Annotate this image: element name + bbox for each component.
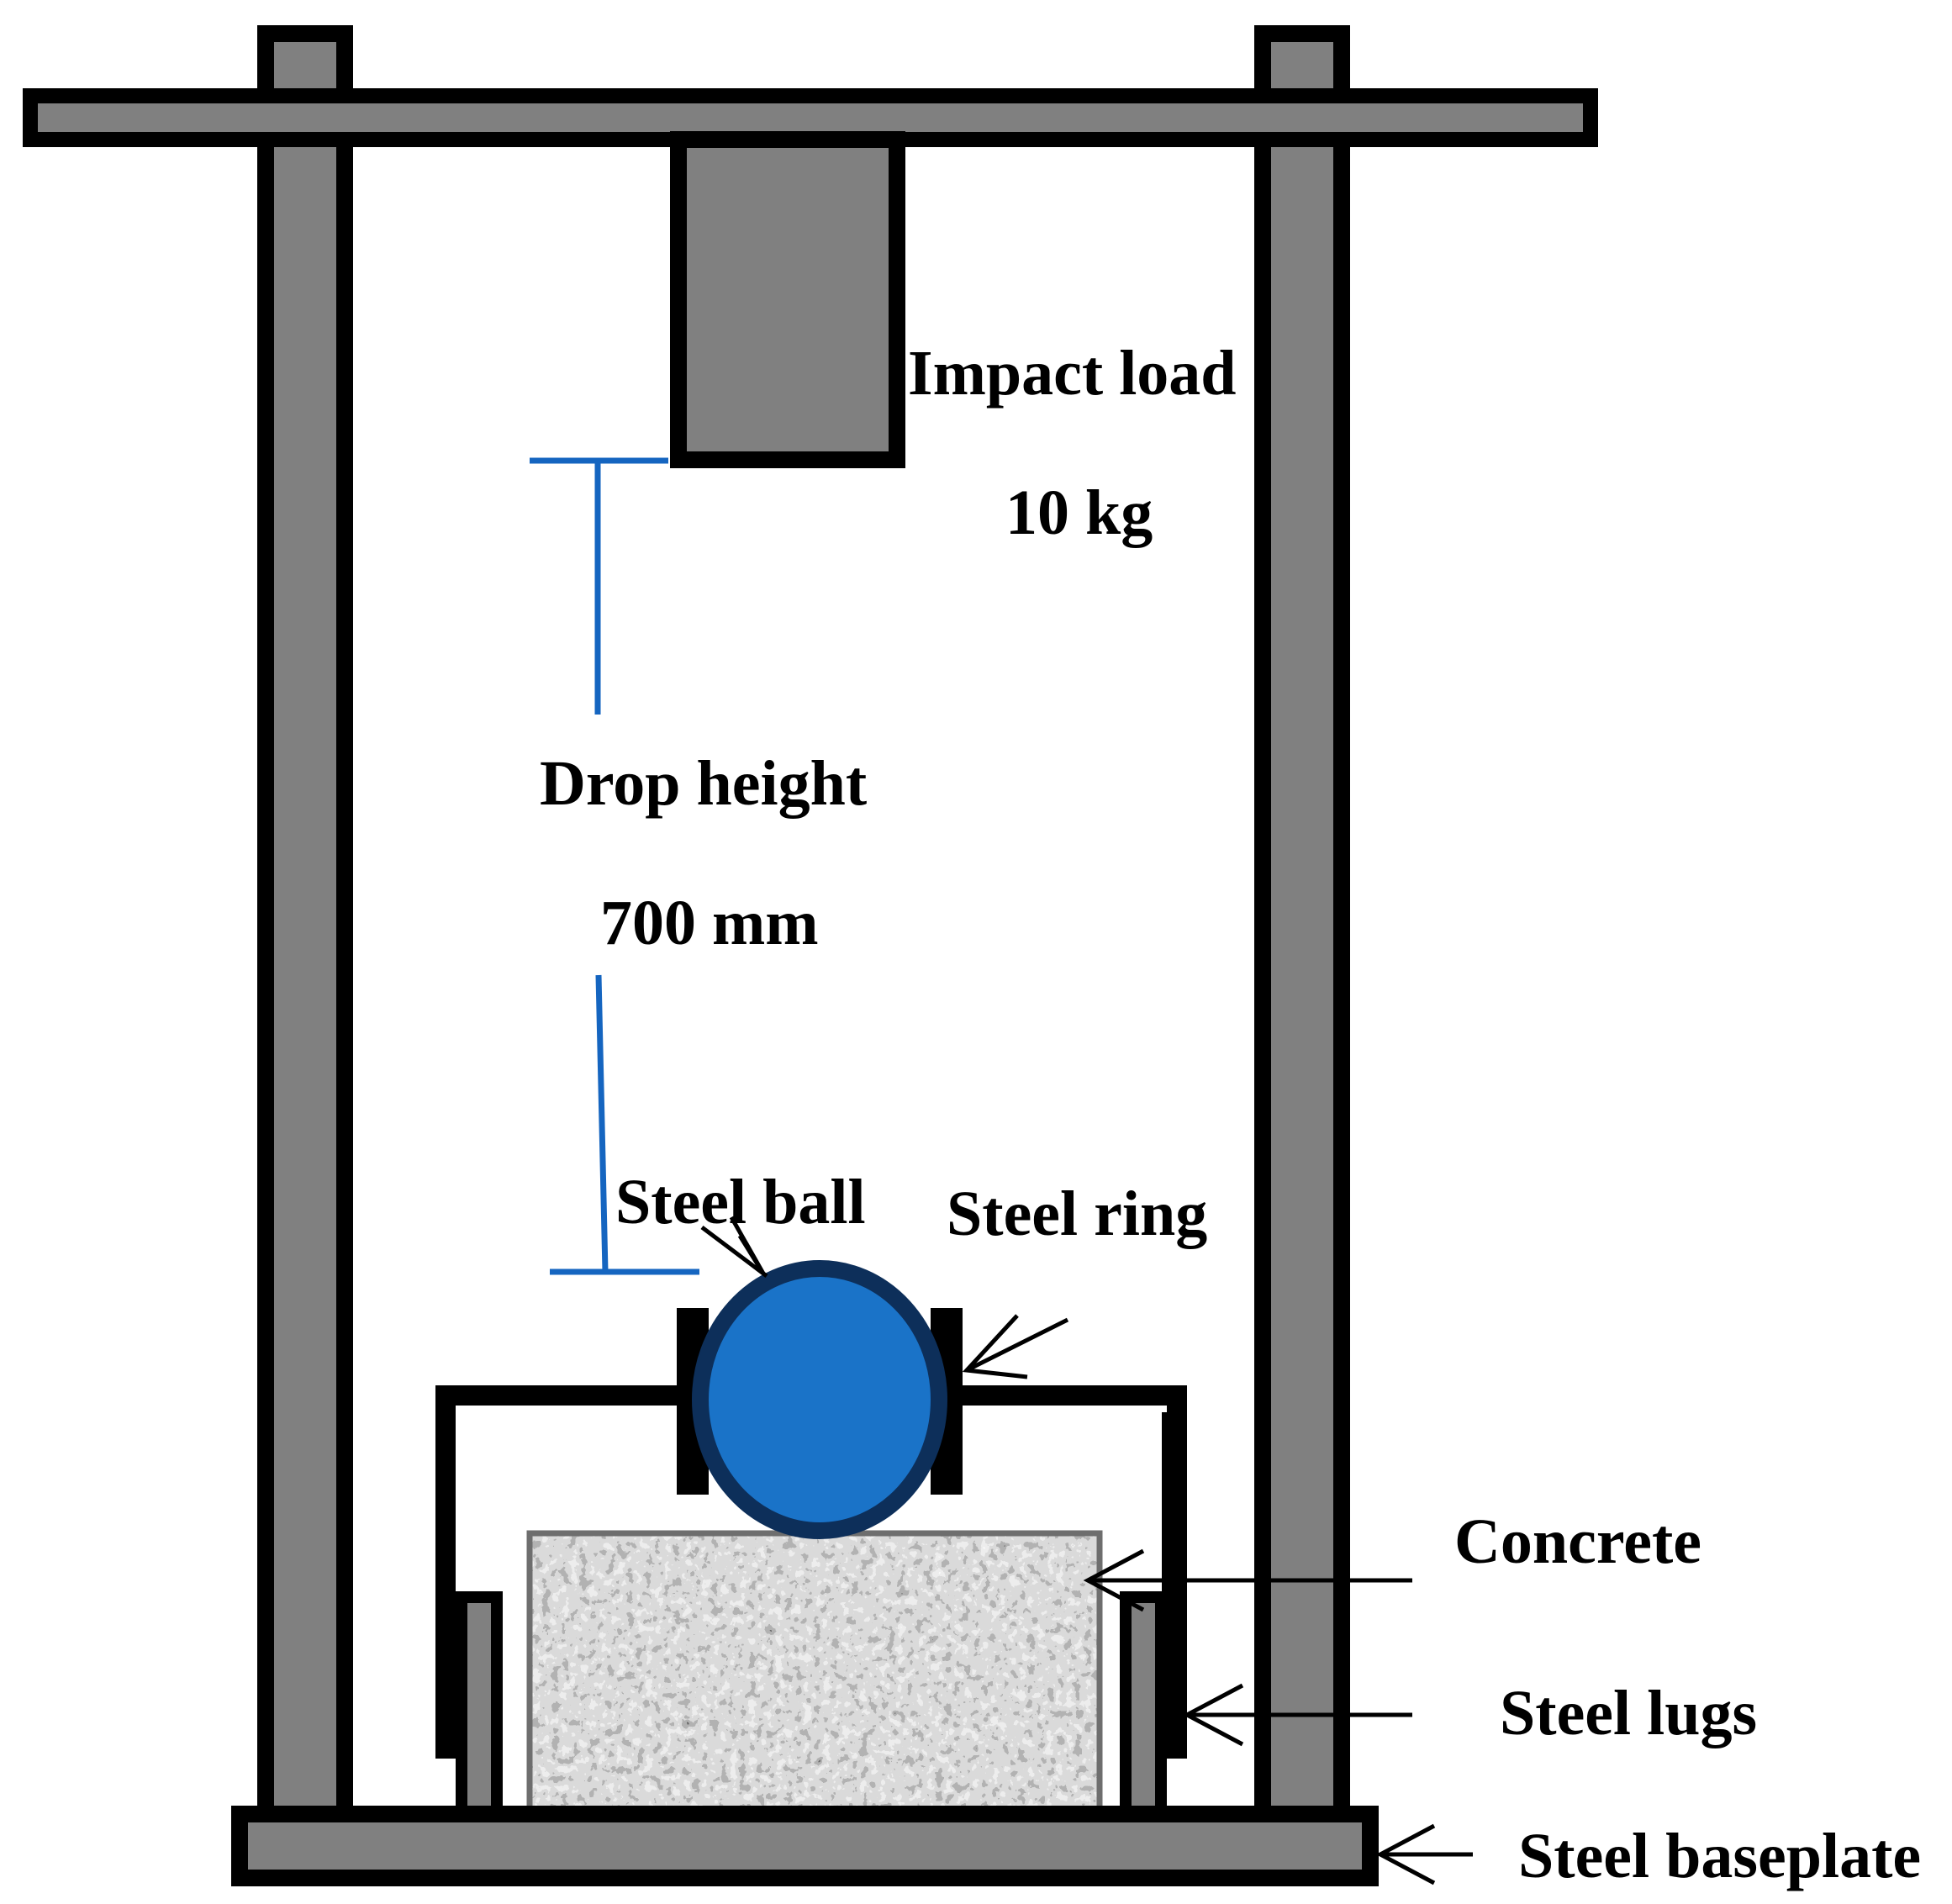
- steel-lug-right: [1120, 1591, 1167, 1823]
- left-upright: [257, 25, 353, 1824]
- steel-lugs-label: Steel lugs: [1500, 1678, 1758, 1748]
- steel-baseplate-pointer: [1375, 1823, 1473, 1886]
- steel-ball-pointer: [700, 1216, 768, 1278]
- steel-ball: [692, 1260, 947, 1539]
- steel-ball-label: Steel ball: [615, 1167, 866, 1237]
- impact-load-block: [670, 131, 905, 468]
- concrete-pointer: [1083, 1548, 1412, 1612]
- drop-height-lower-line: [595, 974, 609, 1273]
- drop-height-label: Drop height: [540, 748, 868, 819]
- concrete-label: Concrete: [1454, 1506, 1702, 1577]
- steel-baseplate: [231, 1806, 1379, 1886]
- steel-lugs-pointer: [1182, 1683, 1412, 1747]
- impact-load-label: Impact load: [908, 338, 1237, 409]
- drop-height-value-label: 700 mm: [600, 888, 819, 958]
- steel-baseplate-label: Steel baseplate: [1518, 1821, 1922, 1891]
- steel-lug-left: [456, 1591, 503, 1823]
- steel-ring-pointer: [962, 1314, 1069, 1379]
- concrete-specimen: [526, 1530, 1103, 1814]
- impact-mass-label: 10 kg: [1005, 477, 1153, 548]
- right-upright: [1254, 25, 1350, 1824]
- steel-ring-label: Steel ring: [947, 1179, 1208, 1249]
